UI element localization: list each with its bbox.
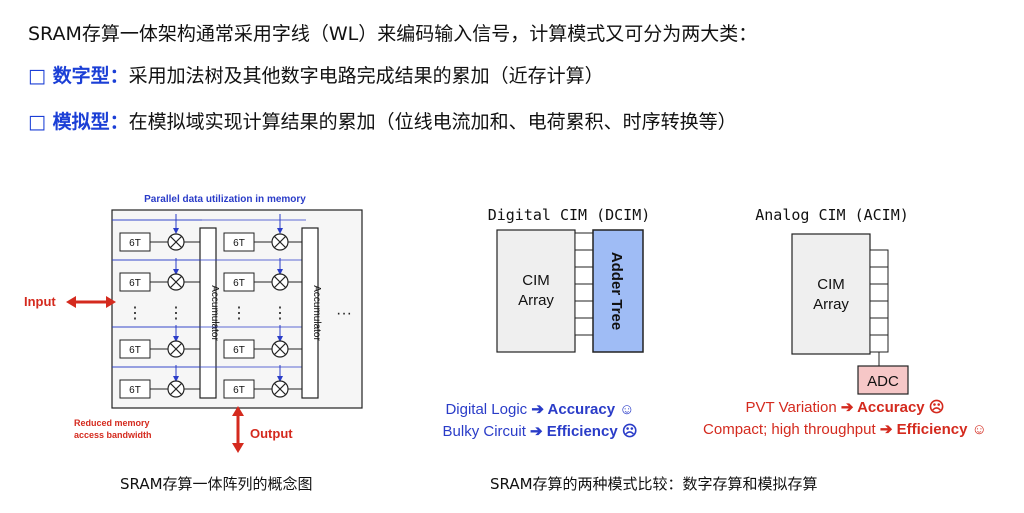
dcim-array-line1: CIM xyxy=(522,272,550,289)
arrow-right-icon: ➔ xyxy=(876,421,897,438)
output-label: Output xyxy=(250,426,293,441)
acim-con-left: PVT Variation xyxy=(746,399,837,416)
accumulator-label: Accumulator xyxy=(311,285,322,341)
array-ellipsis: ··· xyxy=(336,305,352,322)
intro-line: SRAM存算一体架构通常采用字线（WL）来编码输入信号，计算模式又可分为两大类： xyxy=(28,23,758,45)
cell-label: 6T xyxy=(129,385,141,396)
cell-label: 6T xyxy=(129,345,141,356)
cell-label: 6T xyxy=(233,238,245,249)
arrow-right-icon: ➔ xyxy=(527,401,547,418)
acim-con-right: Accuracy ☹ xyxy=(857,399,944,416)
dcim-con-right: Efficiency ☹ xyxy=(547,423,638,440)
analog-type-label: □ 模拟型： xyxy=(28,111,129,133)
acim-array-line2: Array xyxy=(813,296,849,313)
parallel-data-label: Parallel data utilization in memory xyxy=(144,194,306,205)
cell-label: 6T xyxy=(233,345,245,356)
column-ellipsis: ⋮ xyxy=(272,305,288,322)
dcim-pro-right: Accuracy ☺ xyxy=(548,401,635,418)
accumulator xyxy=(199,227,217,399)
acim-pro-right: Efficiency ☺ xyxy=(897,421,987,438)
dcim-connectors xyxy=(574,232,594,336)
cell-label: 6T xyxy=(233,278,245,289)
dcim-con-left: Bulky Circuit xyxy=(443,423,527,440)
column-ellipsis: ⋮ xyxy=(168,305,184,322)
dcim-title: Digital CIM (DCIM) xyxy=(488,206,651,224)
dcim-adder-label: Adder Tree xyxy=(608,252,625,330)
output-arrow xyxy=(232,406,244,453)
digital-type-desc: 采用加法树及其他数字电路完成结果的累加（近存计算） xyxy=(128,65,604,87)
analog-type-line: □ 模拟型：在模拟域实现计算结果的累加（位线电流加和、电荷累积、时序转换等） xyxy=(28,110,737,134)
array-caption: SRAM存算一体阵列的概念图 xyxy=(120,475,313,493)
acim-cim-array xyxy=(791,233,871,355)
dcim-pro: Digital Logic ➔ Accuracy ☺ xyxy=(445,401,634,418)
column-ellipsis: ⋮ xyxy=(127,305,143,322)
acim-adc xyxy=(857,365,909,395)
cell-label: 6T xyxy=(129,238,141,249)
column-ellipsis: ⋮ xyxy=(231,305,247,322)
array-cells: 6T 6T 6T 6T ⋮ ⋮ Accumulator 6T 6T 6T 6T ⋮ ⋮ Accumulat… xyxy=(112,214,322,399)
input-label: Input xyxy=(24,294,56,309)
acim-connectors xyxy=(869,249,889,353)
acim-pro: Compact; high throughput ➔ Efficiency ☺ xyxy=(703,421,987,438)
accumulator xyxy=(301,227,319,399)
dcim-adder-tree xyxy=(592,229,644,353)
acim-title: Analog CIM (ACIM) xyxy=(755,206,909,224)
arrow-right-icon: ➔ xyxy=(526,423,547,440)
digital-type-label: □ 数字型： xyxy=(28,65,129,87)
dcim-array-line2: Array xyxy=(518,292,554,309)
reduced-bandwidth-label-1: Reduced memory xyxy=(74,418,150,428)
dcim-con: Bulky Circuit ➔ Efficiency ☹ xyxy=(443,423,638,440)
acim-adc-label: ADC xyxy=(867,373,899,390)
arrow-right-icon: ➔ xyxy=(837,399,857,416)
cell-label: 6T xyxy=(129,278,141,289)
comparison-caption: SRAM存算的两种模式比较：数字存算和模拟存算 xyxy=(490,475,818,493)
acim-array-line1: CIM xyxy=(817,276,845,293)
dcim-pro-left: Digital Logic xyxy=(445,401,527,418)
acim-pro-left: Compact; high throughput xyxy=(703,421,876,438)
input-arrow xyxy=(66,296,116,308)
reduced-bandwidth-label-2: access bandwidth xyxy=(74,430,152,440)
accumulator-label: Accumulator xyxy=(209,285,220,341)
analog-type-desc: 在模拟域实现计算结果的累加（位线电流加和、电荷累积、时序转换等） xyxy=(128,111,737,133)
digital-type-line: □ 数字型：采用加法树及其他数字电路完成结果的累加（近存计算） xyxy=(28,64,604,88)
cell-label: 6T xyxy=(233,385,245,396)
acim-con: PVT Variation ➔ Accuracy ☹ xyxy=(746,399,945,416)
